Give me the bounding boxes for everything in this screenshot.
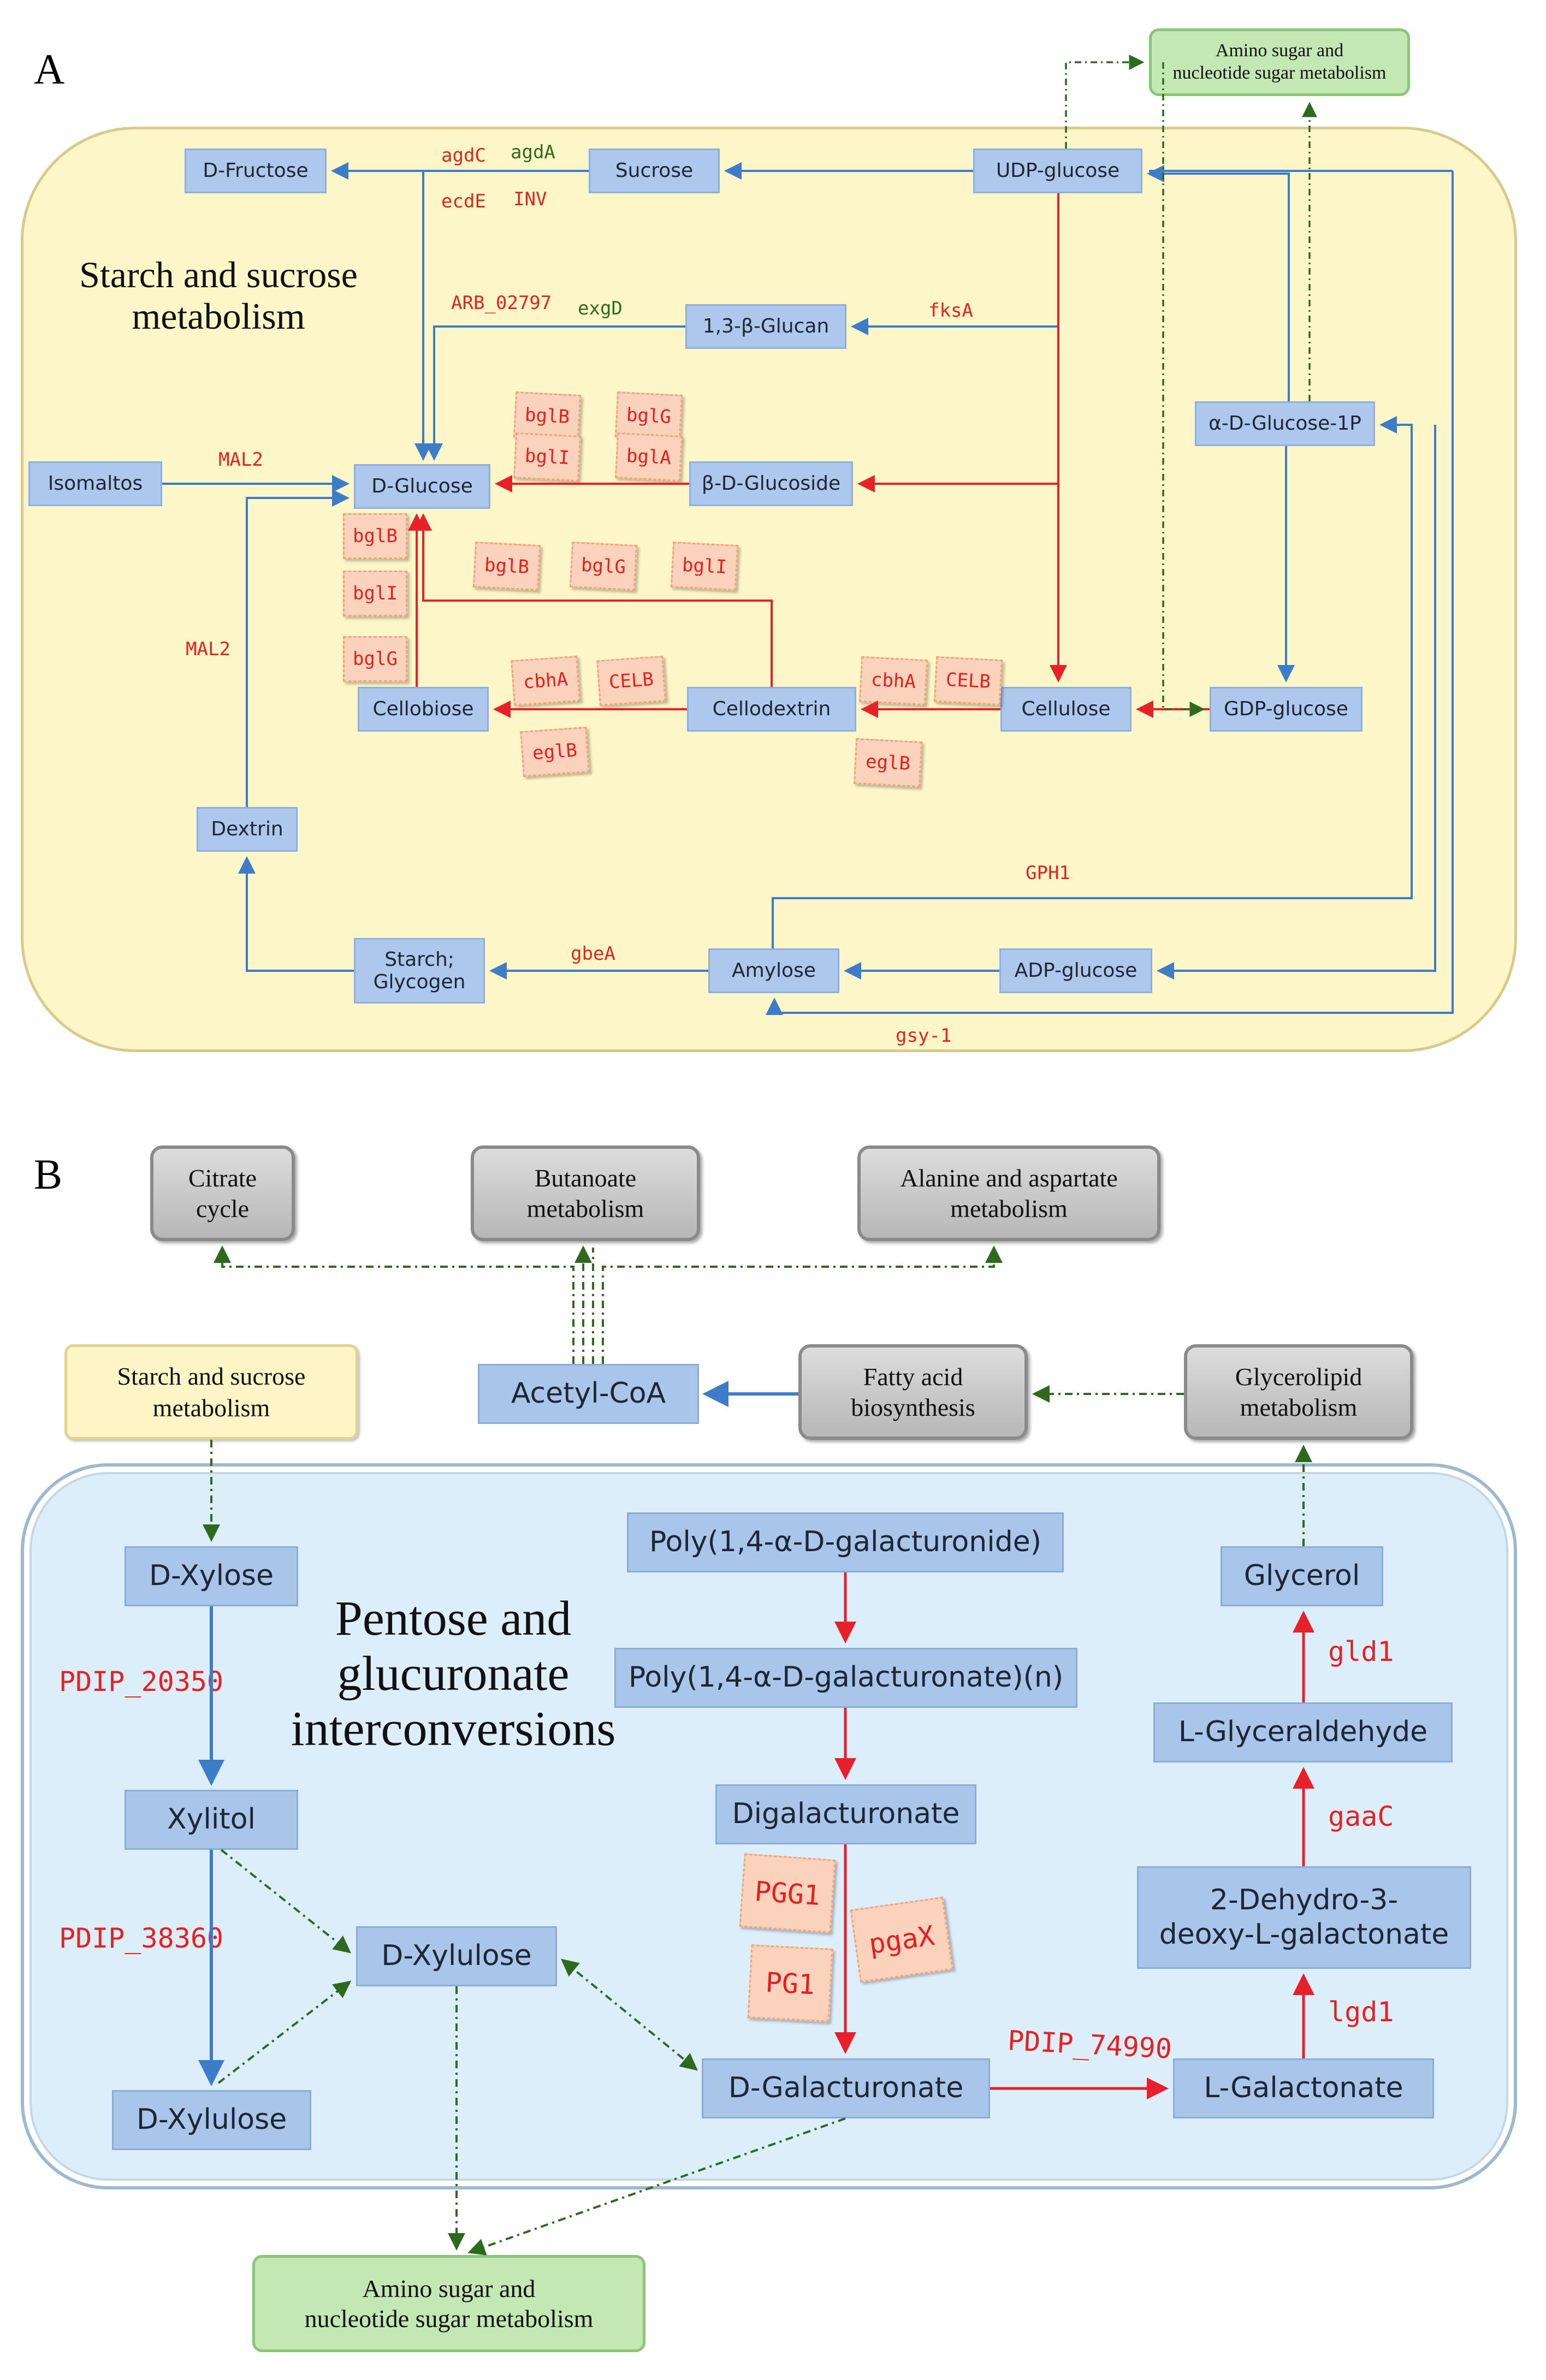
node-l-glyceraldehyde: L-Glyceraldehyde [1153, 1702, 1453, 1762]
enzyme-ARB-02797: ARB_02797 [451, 292, 552, 314]
node-starch-glycogen: Starch; Glycogen [354, 938, 485, 1004]
node-cellobiose: Cellobiose [358, 687, 489, 732]
node-d-fructose: D-Fructose [185, 149, 327, 193]
enzyme-lgd1: lgd1 [1328, 1996, 1394, 2028]
node-alpha-d-glucose-1p: α-D-Glucose-1P [1195, 401, 1375, 446]
panel-letter-b: B [34, 1150, 63, 1198]
node-d-glucose: D-Glucose [354, 464, 490, 509]
enzyme-ecdE: ecdE [441, 191, 486, 212]
node-2-dehydro-3-deoxy-l-galactonate: 2-Dehydro-3- deoxy-L-galactonate [1137, 1866, 1471, 1969]
node-poly-galacturonate: Poly(1,4-α-D-galacturonate)(n) [614, 1648, 1077, 1708]
enzyme-PDIP-38360: PDIP_38360 [59, 1922, 224, 1954]
panel-a-title: Starch and sucrose metabolism [79, 254, 358, 337]
node-xylitol: Xylitol [125, 1790, 298, 1850]
node-cellodextrin: Cellodextrin [687, 687, 856, 732]
enzyme-gld1: gld1 [1328, 1636, 1394, 1667]
node-d-xylulose-bottom: D-Xylulose [112, 2090, 311, 2150]
node-amylose: Amylose [708, 948, 839, 993]
node-gdp-glucose: GDP-glucose [1210, 687, 1363, 732]
enzyme-MAL2-top: MAL2 [218, 449, 263, 471]
tag-bglB-2: bglB [343, 513, 407, 559]
pathway-butanoate: Butanoate metabolism [471, 1146, 700, 1241]
enzyme-agdC: agdC [441, 145, 486, 167]
node-beta-d-glucoside: β-D-Glucoside [689, 461, 853, 506]
node-l-galactonate: L-Galactonate [1173, 2058, 1434, 2118]
enzyme-agdA: agdA [511, 141, 555, 163]
node-acetyl-coa: Acetyl-CoA [478, 1364, 699, 1424]
node-d-xylose: D-Xylose [125, 1546, 298, 1606]
node-dextrin: Dextrin [197, 807, 298, 852]
panel-b-title: Pentose and glucuronate interconversions [291, 1592, 616, 1756]
node-poly-galacturonide: Poly(1,4-α-D-galacturonide) [627, 1512, 1064, 1572]
enzyme-fksA: fksA [928, 300, 973, 322]
node-isomaltos: Isomaltos [28, 461, 162, 506]
node-udp-glucose: UDP-glucose [973, 149, 1142, 193]
enzyme-gbeA: gbeA [571, 943, 615, 965]
pathway-glycerolipid: Glycerolipid metabolism [1184, 1344, 1413, 1440]
node-cellulose: Cellulose [1000, 687, 1132, 732]
pathway-citrate-cycle: Citrate cycle [150, 1146, 295, 1241]
node-digalacturonate: Digalacturonate [715, 1784, 976, 1844]
node-adp-glucose: ADP-glucose [999, 948, 1152, 993]
node-d-galacturonate: D-Galacturonate [702, 2058, 990, 2118]
pathway-starch-sucrose: Starch and sucrose metabolism [64, 1344, 358, 1440]
pathway-fatty-acid: Fatty acid biosynthesis [798, 1344, 1028, 1440]
node-1-3-beta-glucan: 1,3-β-Glucan [685, 304, 846, 349]
enzyme-GPH1: GPH1 [1026, 862, 1070, 884]
enzyme-MAL2-left: MAL2 [186, 638, 230, 660]
node-glycerol: Glycerol [1221, 1546, 1383, 1606]
enzyme-PDIP-20350: PDIP_20350 [59, 1666, 224, 1698]
tag-bglG-2: bglG [343, 636, 407, 682]
node-d-xylulose-center: D-Xylulose [356, 1926, 557, 1986]
node-amino-sugar-a: Amino sugar and nucleotide sugar metabol… [1149, 28, 1410, 96]
tag-bglI-2: bglI [343, 571, 407, 616]
enzyme-gaaC: gaaC [1328, 1801, 1394, 1832]
node-amino-sugar-b: Amino sugar and nucleotide sugar metabol… [252, 2255, 645, 2352]
enzyme-gsy-1: gsy-1 [896, 1025, 952, 1047]
pathway-alanine-aspartate: Alanine and aspartate metabolism [857, 1146, 1160, 1241]
node-sucrose: Sucrose [589, 149, 720, 193]
panel-letter-a: A [34, 45, 65, 93]
enzyme-INV: INV [513, 188, 547, 210]
enzyme-exgD: exgD [578, 298, 623, 319]
